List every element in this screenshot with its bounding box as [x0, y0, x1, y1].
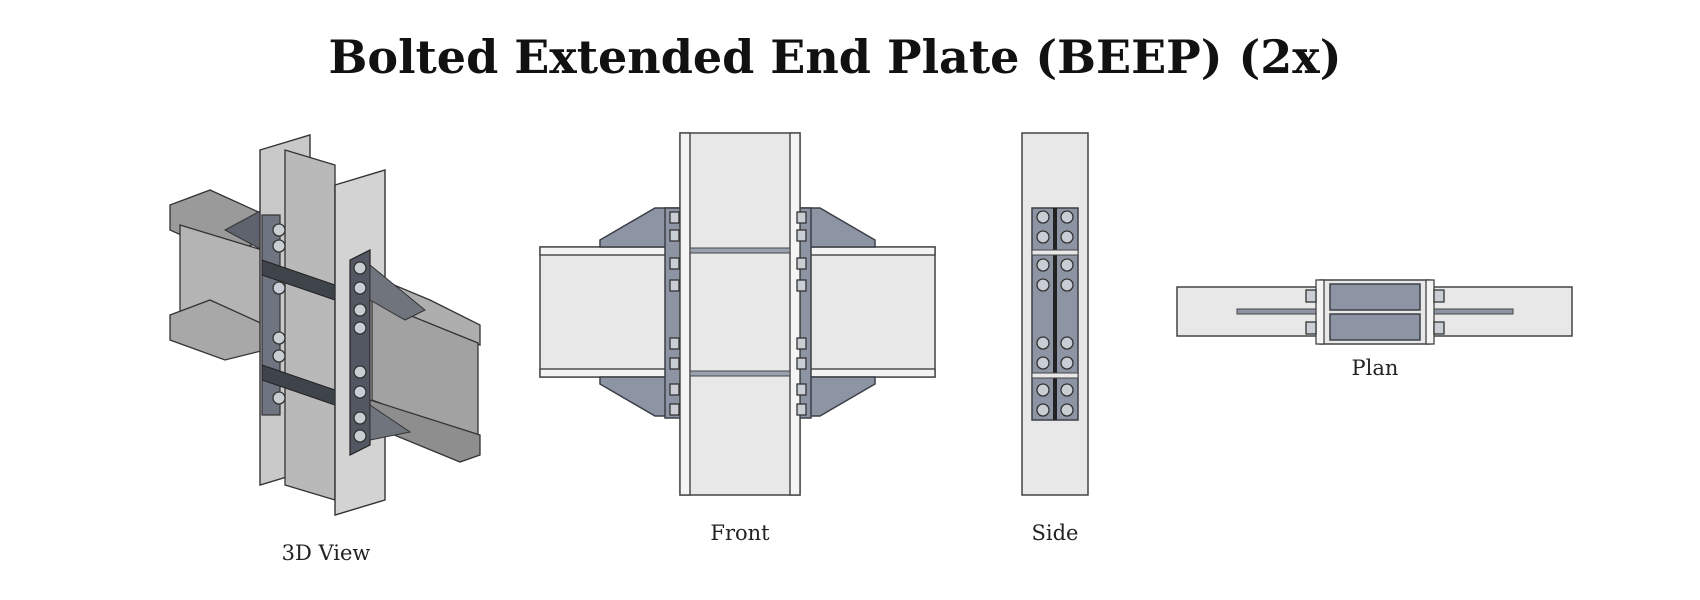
bolt-group-side	[1036, 210, 1074, 417]
plan-view-drawing	[1176, 279, 1573, 345]
view-3d-drawing	[169, 134, 481, 516]
caption-plan: Plan	[1351, 356, 1399, 380]
bolt-group-3d-right	[353, 261, 367, 443]
bolt-group-front	[669, 211, 807, 416]
bolt-group-plan	[1305, 289, 1445, 335]
side-view-drawing	[1021, 132, 1089, 496]
caption-3d-view: 3D View	[281, 541, 371, 565]
bolt-group-3d-left	[272, 223, 286, 405]
caption-front: Front	[710, 521, 770, 545]
front-view-drawing	[539, 132, 936, 496]
page-title: Bolted Extended End Plate (BEEP) (2x)	[328, 30, 1342, 84]
caption-side: Side	[1031, 521, 1079, 545]
